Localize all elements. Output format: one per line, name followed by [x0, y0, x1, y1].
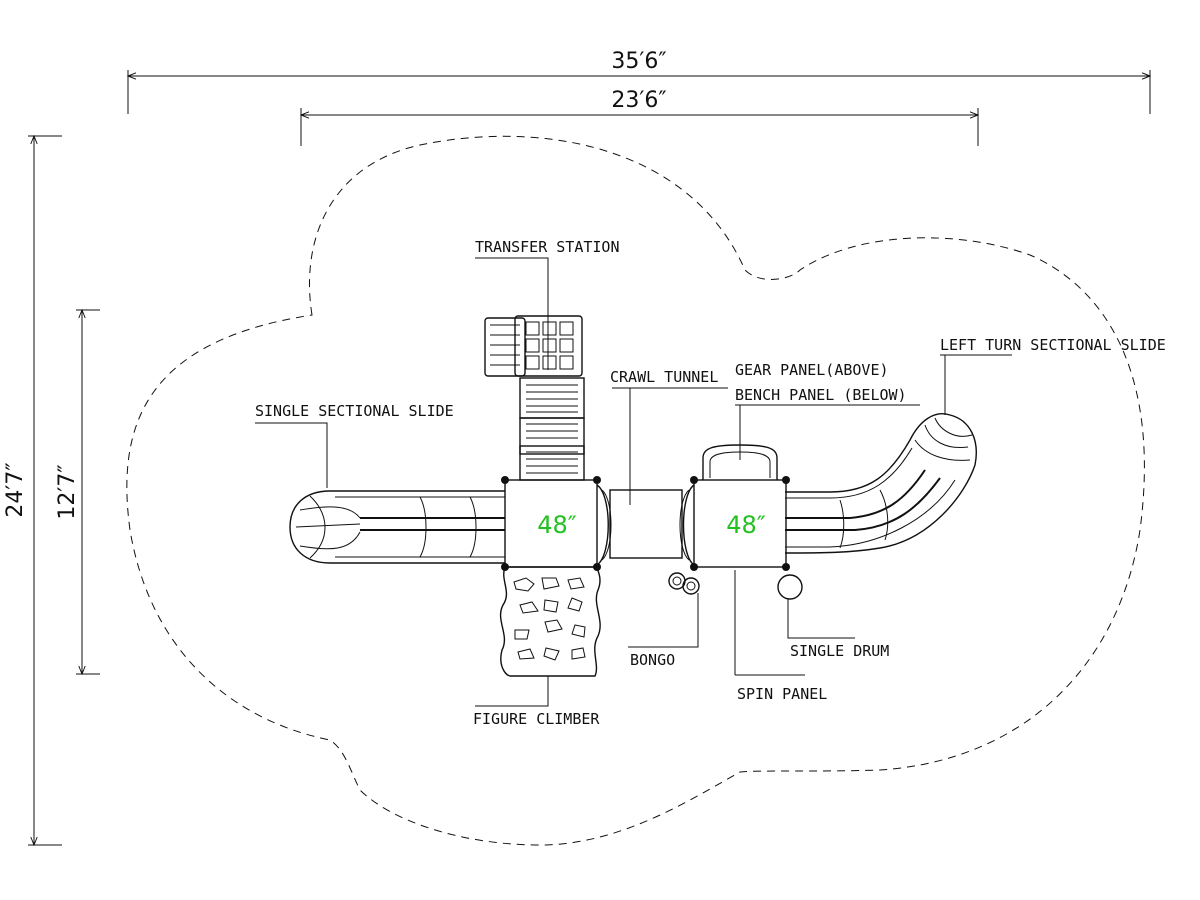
deck-right: 48″: [690, 476, 790, 571]
deck-left-height: 48″: [537, 511, 577, 539]
label-left-turn-slide: LEFT TURN SECTIONAL SLIDE: [940, 336, 1166, 354]
use-zone-boundary: [126, 135, 1145, 846]
label-gear-panel: GEAR PANEL(ABOVE): [735, 361, 889, 379]
overall-depth-label: 24′7″: [3, 462, 28, 517]
deck-left: 48″: [501, 476, 601, 571]
label-crawl-tunnel: CRAWL TUNNEL: [610, 368, 718, 386]
dimension-overall-depth: 24′7″: [3, 136, 62, 845]
crawl-tunnel: [596, 484, 695, 566]
single-drum: [777, 574, 803, 600]
label-spin-panel: SPIN PANEL: [737, 685, 827, 703]
dimension-structure-width: 23′6″: [301, 88, 978, 146]
label-transfer-station: TRANSFER STATION: [475, 238, 620, 256]
label-single-slide: SINGLE SECTIONAL SLIDE: [255, 402, 454, 420]
figure-climber: [499, 566, 601, 677]
dimension-structure-depth: 12′7″: [55, 310, 100, 674]
transfer-station: [484, 315, 585, 481]
structure-width-label: 23′6″: [611, 88, 666, 113]
label-bench-panel: BENCH PANEL (BELOW): [735, 386, 907, 404]
label-figure-climber: FIGURE CLIMBER: [473, 710, 600, 728]
leader-lines: [255, 257, 1012, 707]
bongo: [668, 572, 700, 595]
deck-right-height: 48″: [726, 511, 766, 539]
structure-depth-label: 12′7″: [55, 464, 80, 519]
left-turn-sectional-slide: [784, 413, 977, 554]
overall-width-label: 35′6″: [611, 49, 666, 74]
single-sectional-slide: [289, 490, 505, 564]
label-single-drum: SINGLE DRUM: [790, 642, 889, 660]
dimension-overall-width: 35′6″: [128, 49, 1150, 114]
label-bongo: BONGO: [630, 651, 675, 669]
